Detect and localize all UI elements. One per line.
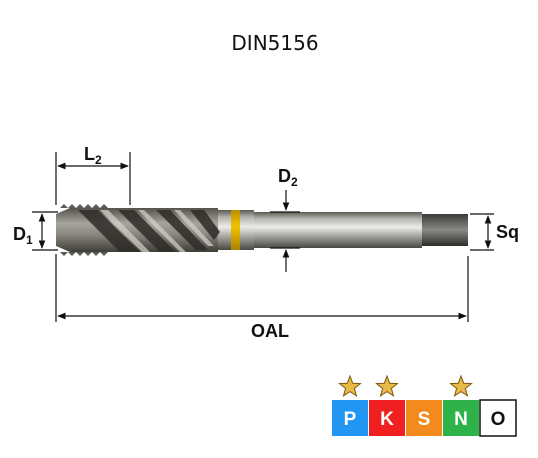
material-box-n <box>443 400 479 436</box>
flute-highlights <box>100 210 214 252</box>
d1-label: D1 <box>13 224 33 247</box>
material-label-n: N <box>454 409 468 430</box>
d2-label: D2 <box>278 166 298 189</box>
sq-label: Sq <box>496 222 519 242</box>
material-box-p <box>332 400 368 436</box>
tap-illustration <box>56 204 468 256</box>
material-box-o <box>479 399 517 437</box>
material-label-k: K <box>380 409 394 430</box>
material-label-s: S <box>418 409 431 430</box>
material-box-s <box>406 400 442 436</box>
tap-shank <box>250 212 422 248</box>
star-icon-p <box>338 374 362 398</box>
yellow-band <box>231 210 240 250</box>
star-icon-k <box>375 374 399 398</box>
oal-label: OAL <box>251 321 289 341</box>
diagram-title: DIN5156 <box>231 31 318 55</box>
material-box-k <box>369 400 405 436</box>
material-label-o: O <box>491 409 506 430</box>
dimension-lines <box>32 152 494 322</box>
thread-teeth <box>60 204 108 256</box>
square-drive <box>420 214 468 246</box>
material-label-p: P <box>344 409 357 430</box>
spiral-flutes <box>78 210 220 252</box>
star-icon-n <box>449 374 473 398</box>
l2-label: L2 <box>84 144 102 167</box>
